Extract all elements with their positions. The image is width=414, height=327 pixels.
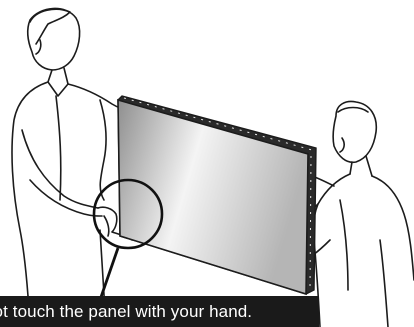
warning-caption-text: not touch the panel with your hand. (0, 302, 252, 322)
tv-panel-icon (118, 96, 316, 294)
person-right-icon (302, 102, 414, 327)
warning-caption-bar: not touch the panel with your hand. (0, 296, 319, 327)
